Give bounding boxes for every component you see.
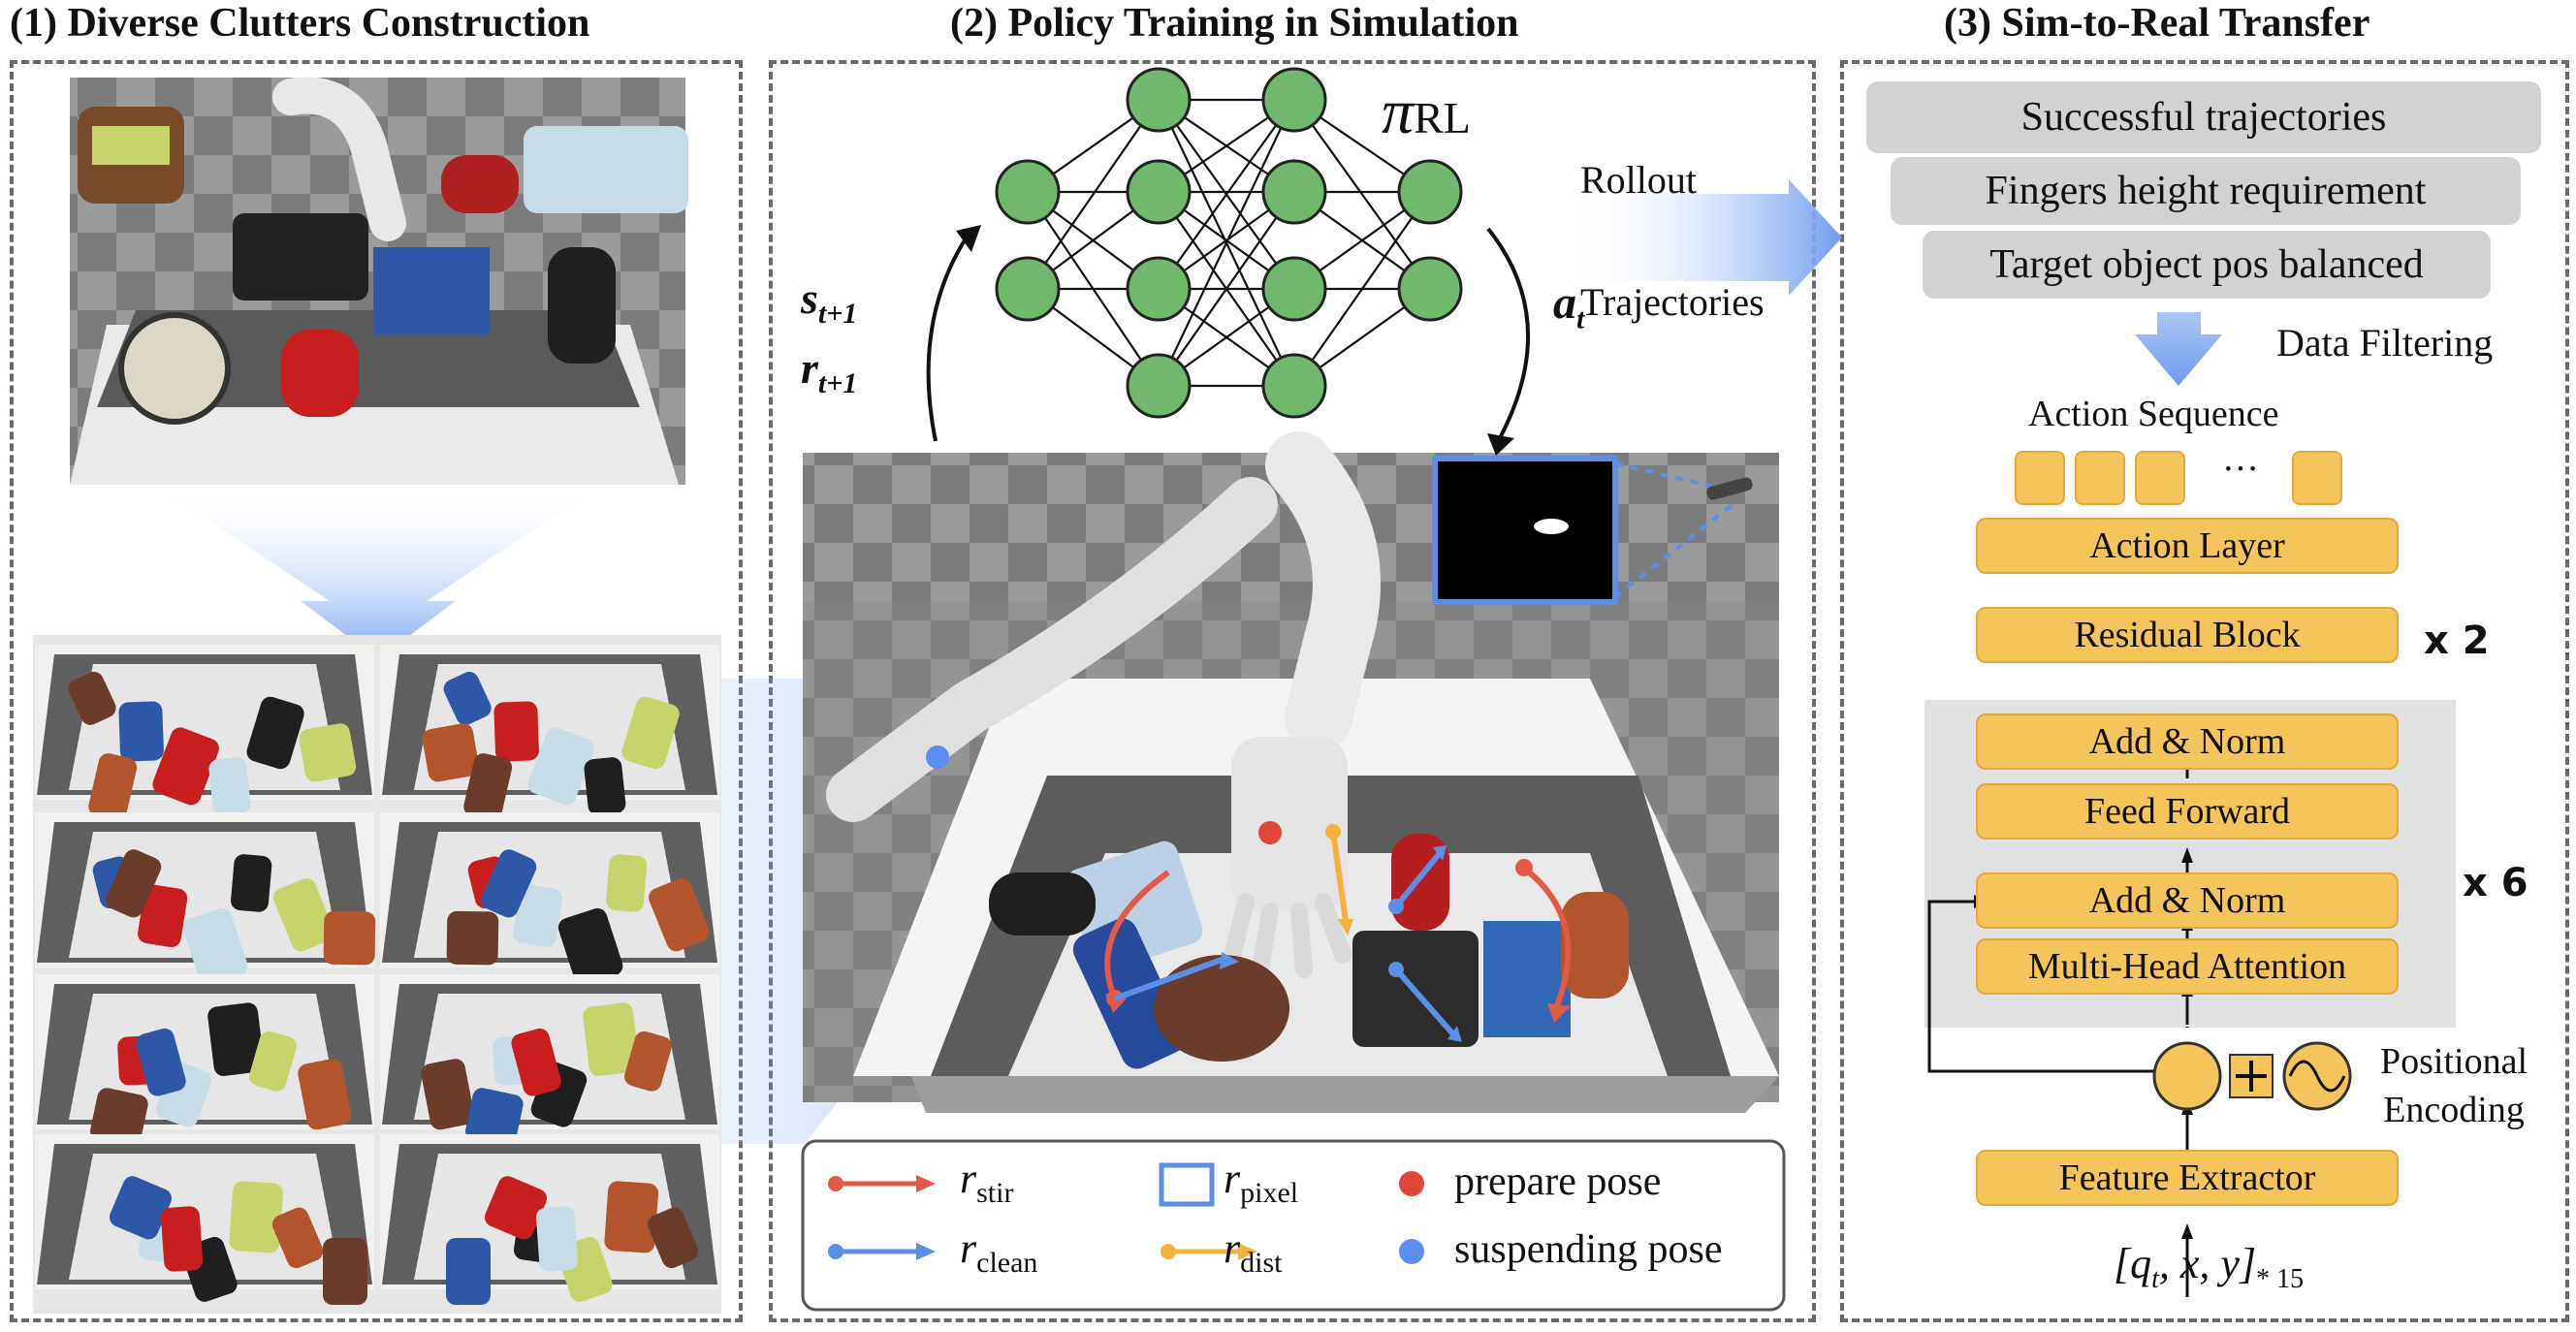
panel3-title: (3) Sim-to-Real Transfer [1944, 1, 2370, 46]
legend-suspending-label: suspending pose [1454, 1227, 1723, 1272]
main-clutter-scene [70, 77, 688, 485]
legend-prepare-label: prepare pose [1454, 1159, 1662, 1204]
network-node [1126, 256, 1192, 322]
panel1-title: (1) Diverse Clutters Construction [10, 1, 590, 46]
add-norm-bottom: Add & Norm [1976, 872, 2399, 929]
multi-head-attention: Multi-Head Attention [1976, 938, 2399, 995]
legend-markers [828, 1162, 1424, 1264]
action-token [2075, 451, 2125, 505]
legend-box [801, 1139, 1786, 1312]
legend-clean-label: rclean [960, 1224, 1038, 1279]
network-node [1126, 159, 1192, 225]
panel3-box [1840, 60, 2569, 1322]
clutter-thumbnail [380, 1134, 719, 1305]
action-token [2135, 451, 2185, 505]
action-layer: Action Layer [1976, 518, 2399, 574]
clutter-thumbnail [35, 1134, 374, 1305]
policy-pi-label: πRL [1382, 77, 1471, 147]
network-node [1261, 353, 1327, 419]
policy-network [1027, 98, 1431, 388]
clutter-thumbnail [35, 812, 376, 986]
criteria-fingers-height: Fingers height requirement [1891, 157, 2521, 225]
criteria-target-pos: Target object pos balanced [1923, 231, 2491, 299]
clutter-thumbnail [380, 812, 719, 986]
state-reward-label: st+1 rt+1 [801, 273, 858, 400]
rollout-label: Rollout [1580, 158, 1698, 202]
action-sequence-label: Action Sequence [2028, 394, 2279, 434]
network-node [1261, 256, 1327, 322]
data-filtering-label: Data Filtering [2276, 321, 2494, 365]
legend-stir-label: rstir [960, 1155, 1014, 1209]
residual-block: Residual Block [1976, 607, 2399, 663]
clutter-thumbnail [35, 974, 374, 1148]
state-reward-arrow [926, 231, 971, 442]
trajectories-label: Trajectories [1580, 280, 1765, 324]
clutter-thumbnail [380, 974, 719, 1148]
panel2-title: (2) Policy Training in Simulation [950, 1, 1519, 46]
network-node [1261, 159, 1327, 225]
residual-multiplier: x 2 [2424, 618, 2490, 663]
feature-extractor: Feature Extractor [1976, 1150, 2399, 1206]
policy-network-nodes [995, 67, 1463, 419]
network-node [1397, 159, 1463, 225]
input-vector-label: [qt, x, y]* 15 [2114, 1240, 2305, 1294]
add-norm-top: Add & Norm [1976, 714, 2399, 770]
action-sequence-ellipsis: ··· [2222, 449, 2259, 490]
action-arrow [1486, 227, 1531, 437]
network-node [1397, 256, 1463, 322]
network-node [1126, 353, 1192, 419]
simulation-scene [803, 431, 1779, 1113]
clutter-thumbnail [35, 645, 374, 821]
rollout-arrow [1571, 179, 1842, 296]
sum-node [2152, 1041, 2222, 1111]
action-token [2292, 451, 2342, 505]
data-filtering-arrow [2135, 312, 2222, 386]
clutter-thumbnail [380, 645, 719, 821]
network-node [995, 256, 1061, 322]
criteria-successful: Successful trajectories [1866, 81, 2541, 153]
network-node [995, 159, 1061, 225]
legend-dist-label: rdist [1224, 1224, 1283, 1279]
clutter-thumbnails [35, 645, 719, 1305]
network-node [1261, 67, 1327, 133]
legend-pixel-label: rpixel [1224, 1155, 1299, 1209]
transformer-multiplier: x 6 [2463, 861, 2528, 905]
network-node [1126, 67, 1192, 133]
positional-encoding-label: Positional Encoding [2380, 1041, 2528, 1130]
action-token [2015, 451, 2065, 505]
action-label: at [1553, 277, 1585, 335]
feed-forward: Feed Forward [1976, 783, 2399, 840]
